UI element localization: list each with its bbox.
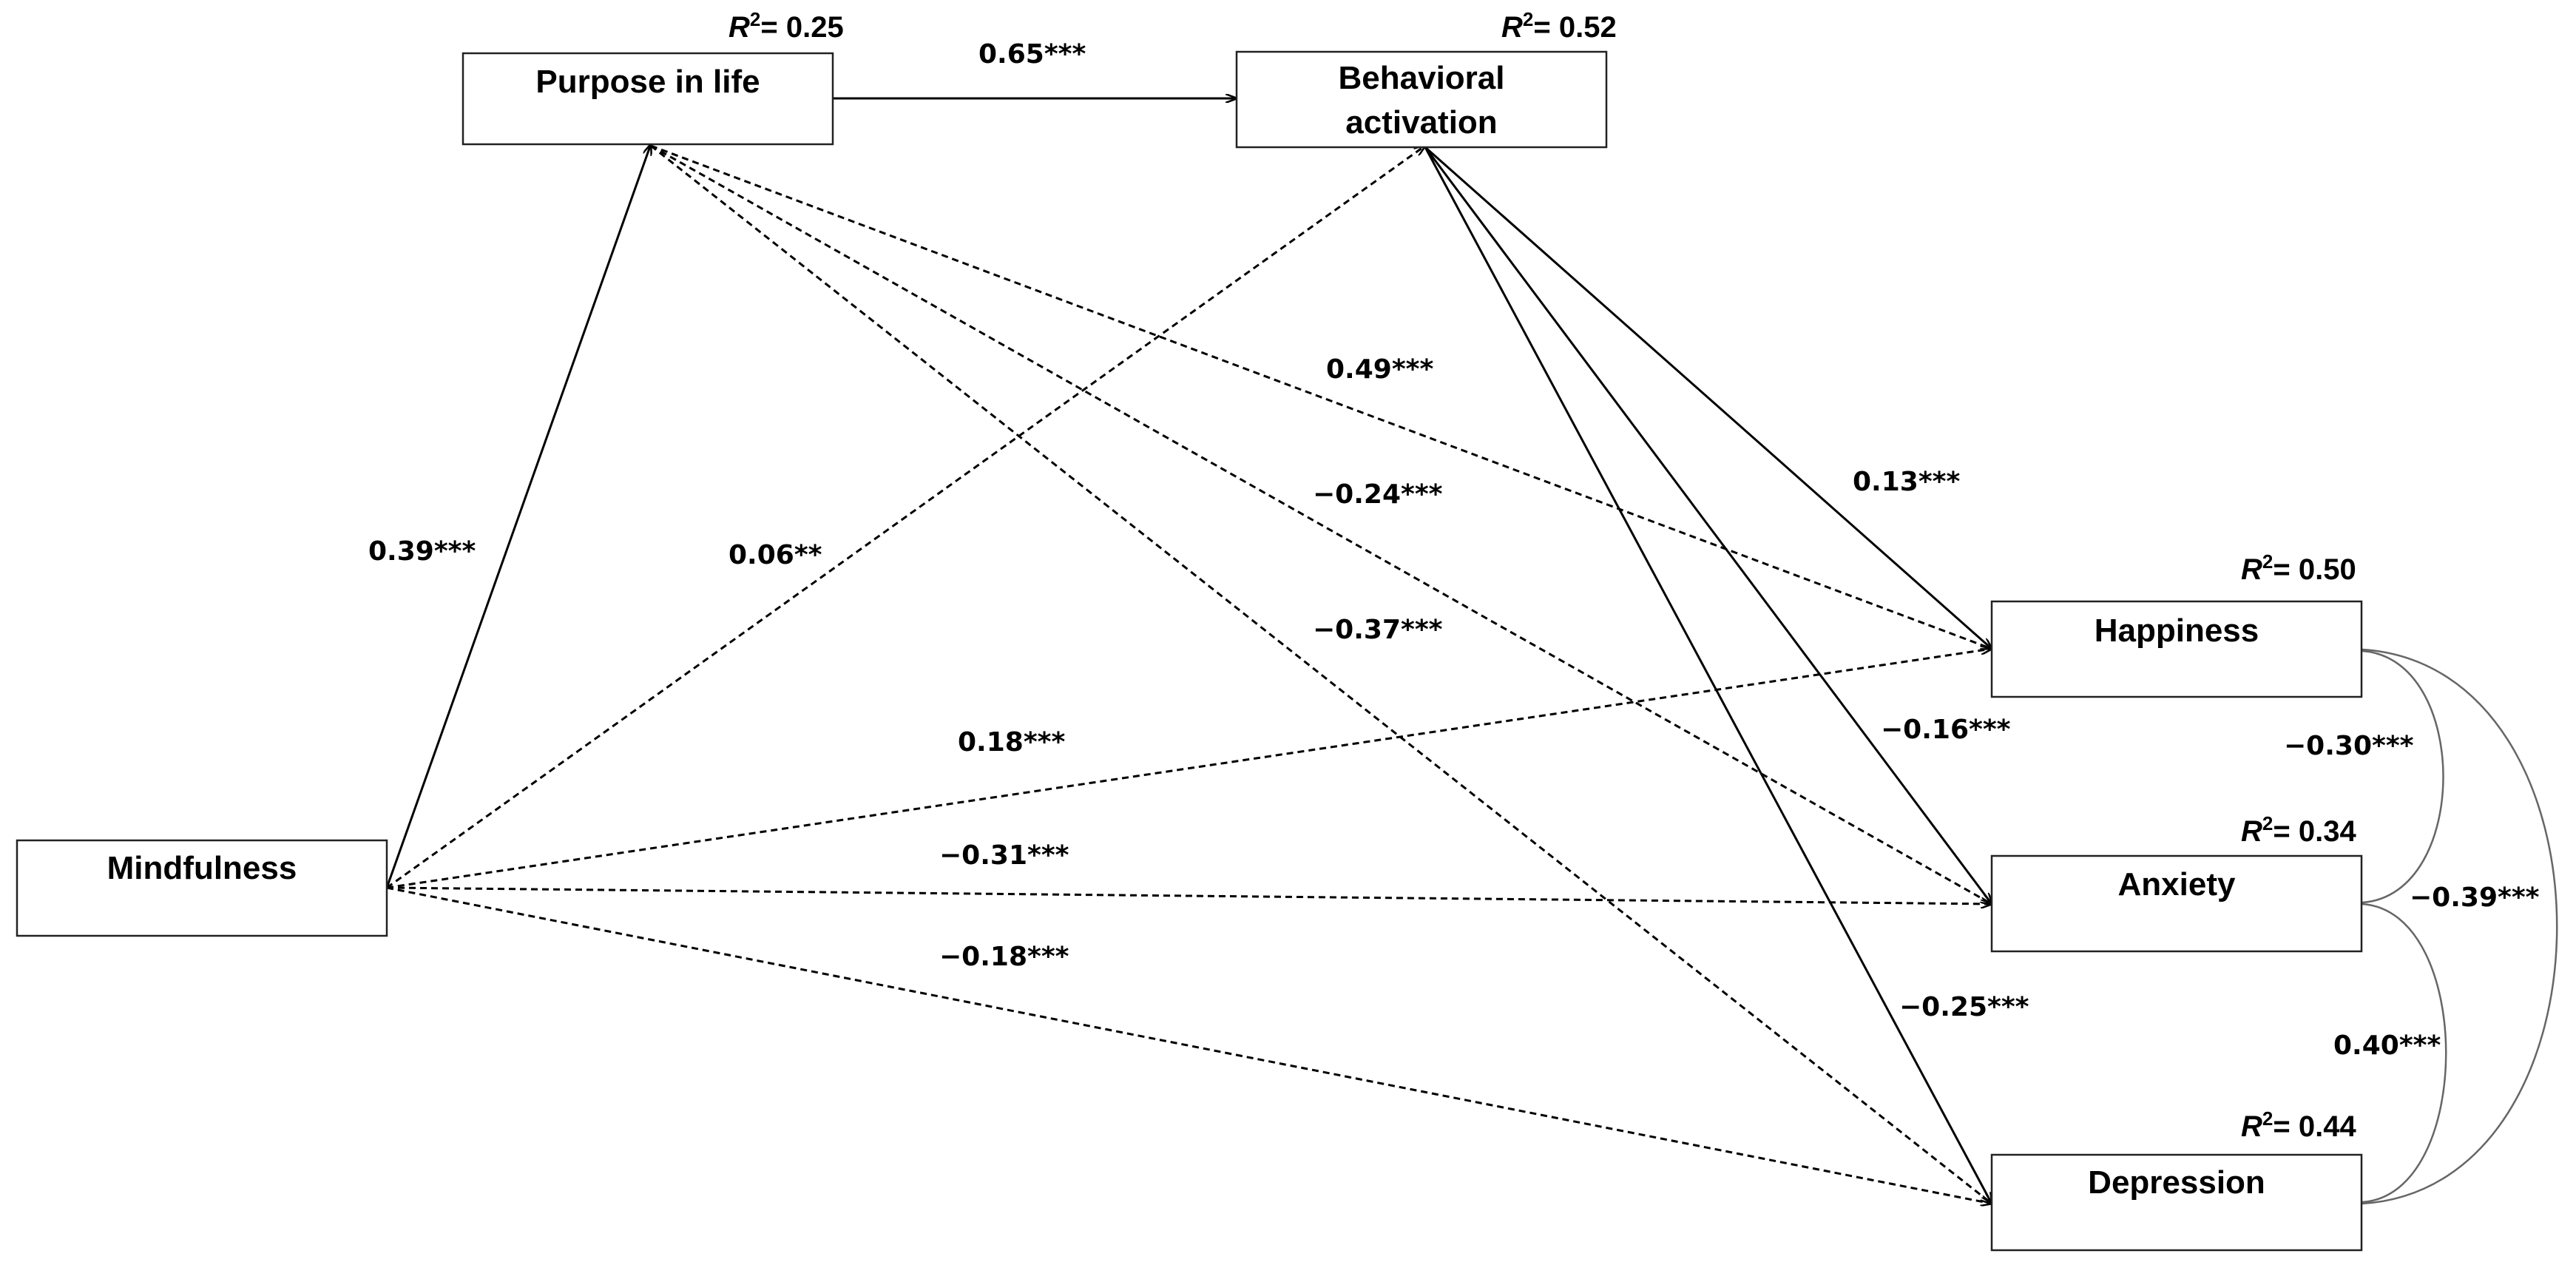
coef-behavioral-to-anxiety: −0.16*** [1881,715,2011,745]
coef-purpose-to-happiness: 0.49*** [1326,354,1433,385]
node-label-depression: Depression [2088,1164,2265,1201]
r2-label-anxiety: R2= 0.34 [2241,812,2356,848]
node-mindfulness: Mindfulness [16,839,388,937]
path-arrow-mindfulness-to-behavioral [386,146,1425,889]
path-arrow-purpose-to-happiness [650,144,1992,649]
path-arrow-mindfulness-to-purpose [385,144,651,888]
node-label-anxiety: Anxiety [2118,866,2236,903]
node-behavioral-activation: Behavioral activation [1235,50,1608,149]
coef-behavioral-to-depression: −0.25*** [1899,992,2029,1022]
coef-mindfulness-to-purpose: 0.39*** [368,536,476,567]
r2-label-purpose: R2= 0.25 [728,8,844,44]
covariance-curve-anxiety-depression [2362,903,2447,1204]
node-label-behavioral-line2: activation [1345,104,1497,141]
node-depression: Depression [1990,1153,2363,1252]
coef-purpose-to-depression: −0.37*** [1313,615,1443,645]
node-anxiety: Anxiety [1990,854,2363,953]
coef-covariance-happiness-depression: −0.39*** [2410,883,2540,913]
coef-purpose-to-anxiety: −0.24*** [1313,479,1443,510]
r2-label-depression: R2= 0.44 [2241,1107,2356,1143]
node-purpose-in-life: Purpose in life [462,52,834,146]
coef-behavioral-to-happiness: 0.13*** [1853,467,1960,497]
path-arrow-purpose-to-anxiety [650,144,1992,904]
node-happiness: Happiness [1990,600,2363,698]
node-label-purpose: Purpose in life [535,64,760,100]
r2-label-behavioral: R2= 0.52 [1501,8,1617,44]
coef-mindfulness-to-anxiety: −0.31*** [939,840,1069,871]
covariance-curve-happiness-anxiety [2362,650,2444,904]
coef-mindfulness-to-depression: −0.18*** [939,942,1069,972]
path-arrow-mindfulness-to-anxiety [386,886,1992,904]
node-label-happiness: Happiness [2095,613,2259,649]
covariance-curve-happiness-depression [2362,648,2558,1205]
coef-purpose-to-behavioral: 0.65*** [978,39,1086,70]
path-arrow-purpose-to-depression [650,144,1992,1204]
path-arrow-behavioral-to-anxiety [1424,146,1992,904]
r2-label-happiness: R2= 0.50 [2241,550,2356,586]
node-label-behavioral-line1: Behavioral [1339,60,1505,96]
coef-mindfulness-to-happiness: 0.18*** [958,727,1065,758]
path-arrow-behavioral-to-depression [1424,146,1992,1204]
path-arrow-mindfulness-to-happiness [386,649,1992,889]
coef-covariance-happiness-anxiety: −0.30*** [2284,731,2414,761]
coef-mindfulness-to-behavioral: 0.06** [728,540,822,570]
coef-covariance-anxiety-depression: 0.40*** [2333,1030,2441,1061]
path-arrow-behavioral-to-happiness [1424,146,1992,649]
path-arrow-mindfulness-to-depression [386,886,1992,1204]
node-label-mindfulness: Mindfulness [107,850,297,886]
